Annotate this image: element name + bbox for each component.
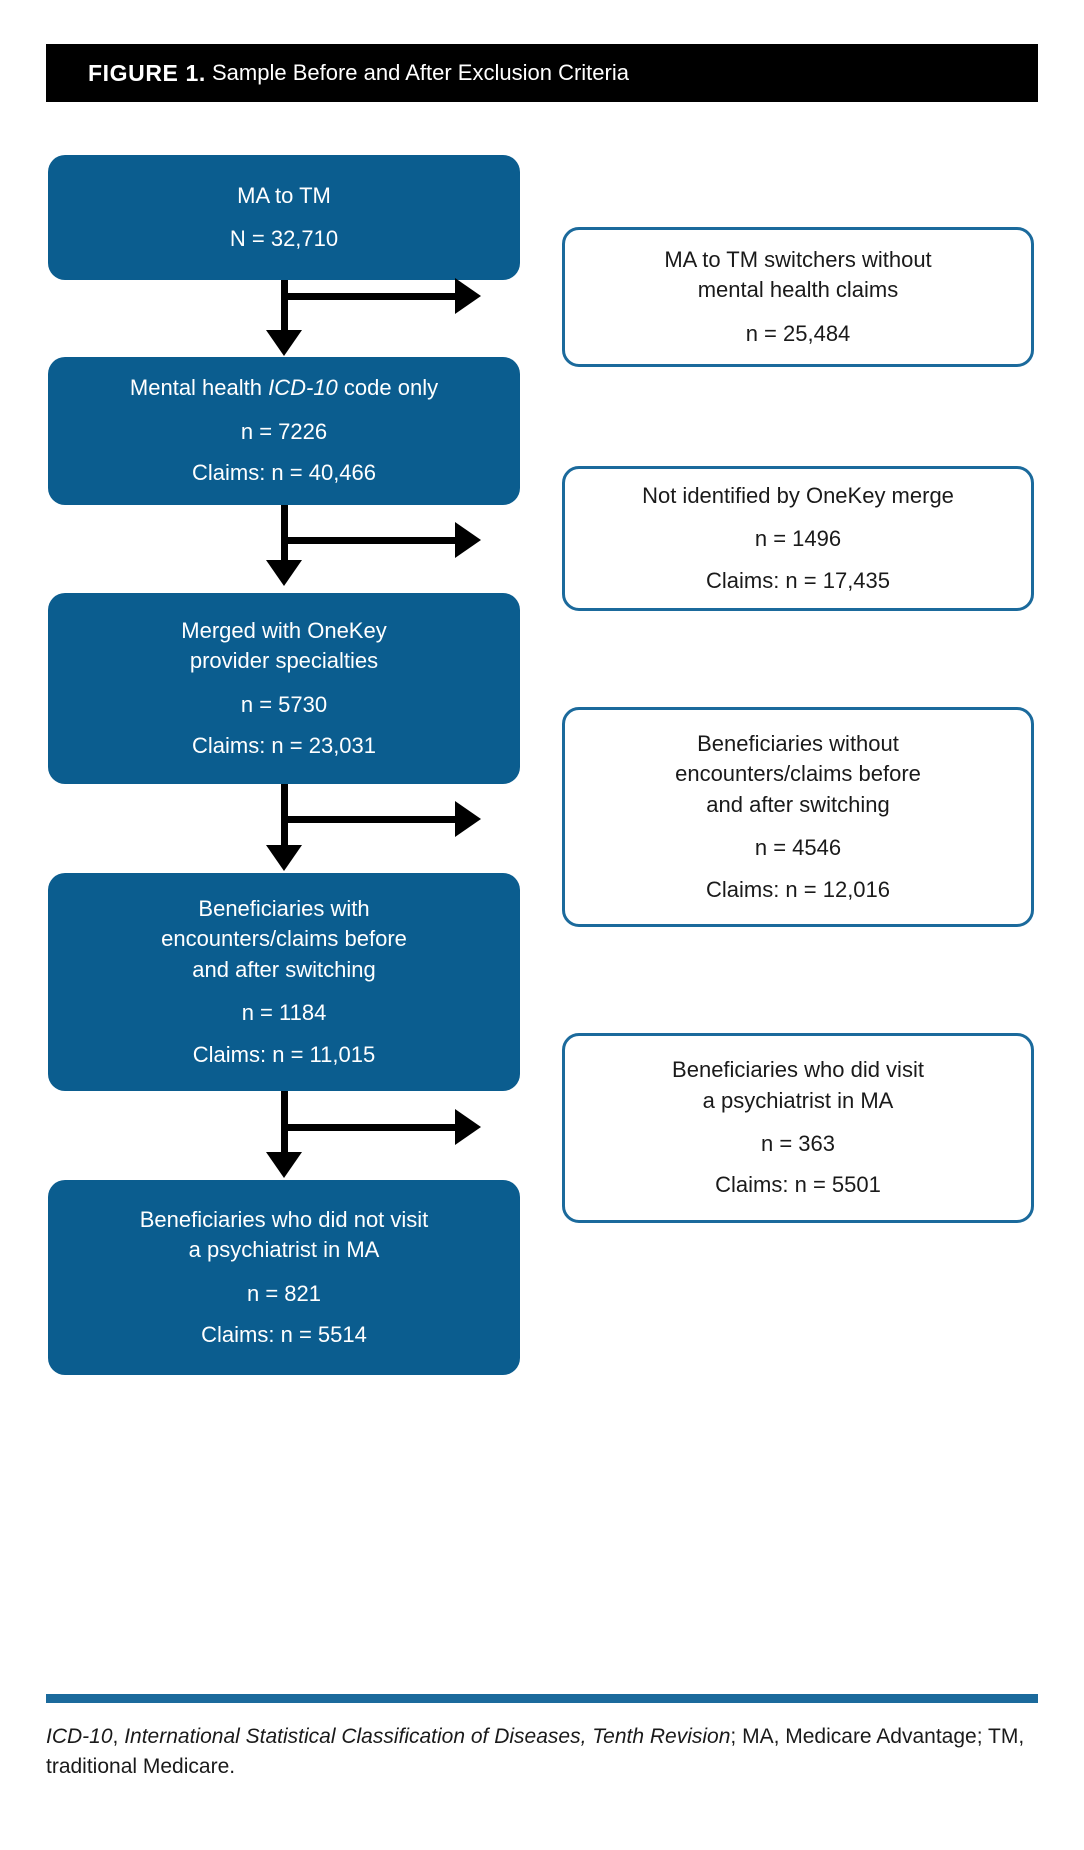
excl4-claims: Claims: n = 5501 [715, 1172, 881, 1198]
stage5-label-line2: a psychiatrist in MA [188, 1237, 380, 1263]
excl1-label-line1: MA to TM switchers without [664, 246, 932, 272]
stage3-claims: Claims: n = 23,031 [191, 732, 377, 758]
footnote-rest: ; MA, Medicare Advantage; TM, traditiona… [46, 1725, 1025, 1779]
footnote-expansion-icd10: International Statistical Classification… [124, 1725, 731, 1748]
stage-box-ma-to-tm: MA to TM N = 32,710 [48, 155, 520, 280]
stage2-label-icd10: ICD-10 [268, 375, 338, 401]
stage5-count: n = 821 [246, 1280, 321, 1306]
exclusion-box-did-visit-psychiatrist: Beneficiaries who did visit a psychiatri… [562, 1033, 1034, 1223]
stage4-label-line1: Beneficiaries with [198, 896, 370, 922]
connector-excl3-arrow [455, 801, 481, 837]
connector-stage1-stage2-arrow [266, 330, 302, 356]
stage-box-merged-onekey: Merged with OneKey provider specialties … [48, 593, 520, 784]
stage1-count: N = 32,710 [229, 226, 339, 251]
exclusion-box-no-mental-health-claims: MA to TM switchers without mental health… [562, 227, 1034, 367]
excl1-count: n = 25,484 [745, 320, 851, 346]
excl3-label-line2: encounters/claims before [675, 761, 921, 787]
figure-title-bar: FIGURE 1. Sample Before and After Exclus… [46, 44, 1038, 102]
stage4-label-line2: encounters/claims before [161, 926, 407, 952]
excl2-claims: Claims: n = 17,435 [705, 567, 891, 593]
excl2-label: Not identified by OneKey merge [642, 482, 954, 508]
excl3-claims: Claims: n = 12,016 [705, 876, 891, 902]
stage3-count: n = 5730 [240, 691, 328, 717]
excl4-label-line1: Beneficiaries who did visit [672, 1057, 924, 1083]
connector-stage4-stage5-arrow [266, 1152, 302, 1178]
stage4-label-line3: and after switching [192, 956, 376, 982]
connector-excl4-arrow [455, 1109, 481, 1145]
stage2-claims: Claims: n = 40,466 [191, 460, 377, 486]
stage3-label-line2: provider specialties [189, 648, 379, 674]
connector-excl2-line [281, 537, 461, 544]
connector-excl3-line [281, 816, 461, 823]
connector-stage3-stage4-arrow [266, 845, 302, 871]
stage2-label-post: code only [337, 375, 439, 401]
stage3-label-line1: Merged with OneKey [181, 617, 387, 643]
stage4-count: n = 1184 [241, 1000, 327, 1026]
excl3-label-line1: Beneficiaries without [697, 731, 899, 757]
stage-box-did-not-visit-psychiatrist: Beneficiaries who did not visit a psychi… [48, 1180, 520, 1375]
stage1-label: MA to TM [237, 182, 331, 208]
footnote-sep: , [112, 1725, 125, 1748]
stage5-label-line1: Beneficiaries who did not visit [139, 1206, 429, 1232]
excl2-count: n = 1496 [754, 526, 842, 552]
connector-excl1-arrow [455, 278, 481, 314]
connector-stage2-stage3-arrow [266, 560, 302, 586]
stage-box-with-encounters: Beneficiaries with encounters/claims bef… [48, 873, 520, 1091]
stage2-count: n = 7226 [240, 418, 328, 444]
footnote-abbr-icd10: ICD-10 [46, 1725, 113, 1748]
connector-excl2-arrow [455, 522, 481, 558]
footer-divider [46, 1694, 1038, 1703]
figure-number-label: FIGURE 1. [88, 59, 206, 86]
connector-excl1-line [281, 293, 461, 300]
excl4-label-line2: a psychiatrist in MA [702, 1087, 894, 1113]
stage5-claims: Claims: n = 5514 [201, 1321, 367, 1347]
stage4-claims: Claims: n = 11,015 [192, 1041, 376, 1067]
figure-footnote: ICD-10, International Statistical Classi… [46, 1722, 1038, 1783]
excl3-label-line3: and after switching [706, 791, 890, 817]
excl1-label-line2: mental health claims [697, 277, 899, 303]
excl4-count: n = 363 [760, 1131, 835, 1156]
stage-box-mental-health-icd10: Mental health ICD-10 code only n = 7226 … [48, 357, 520, 505]
connector-excl4-line [281, 1124, 461, 1131]
connector-stage1-stage2-line [281, 280, 288, 344]
stage2-label-pre: Mental health [129, 375, 269, 401]
exclusion-box-without-encounters: Beneficiaries without encounters/claims … [562, 707, 1034, 927]
stage2-label: Mental health ICD-10 code only [130, 373, 438, 403]
excl3-count: n = 4546 [754, 835, 842, 861]
exclusion-box-not-identified-onekey: Not identified by OneKey merge n = 1496 … [562, 466, 1034, 611]
page-title: Sample Before and After Exclusion Criter… [205, 60, 629, 85]
